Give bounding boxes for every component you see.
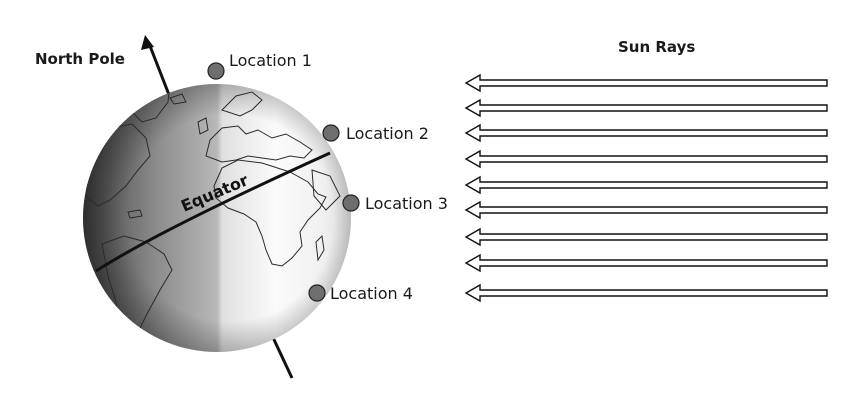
sun-rays — [464, 73, 828, 303]
location-3-marker — [342, 194, 360, 212]
sun-ray-arrow — [464, 253, 828, 273]
continent-outlines — [85, 84, 341, 345]
location-1-label: Location 1 — [229, 51, 312, 70]
sun-ray-arrow — [464, 73, 828, 93]
sun-ray-arrow — [464, 200, 828, 220]
location-2-marker — [322, 124, 340, 142]
sun-ray-arrow — [464, 98, 828, 118]
location-4-label: Location 4 — [330, 284, 413, 303]
location-3-label: Location 3 — [365, 194, 448, 213]
north-pole-arrowhead — [141, 35, 154, 50]
sun-ray-arrow — [464, 175, 828, 195]
sun-rays-label: Sun Rays — [618, 38, 696, 56]
north-pole-label: North Pole — [35, 50, 125, 68]
location-4-marker — [308, 284, 326, 302]
location-2-label: Location 2 — [346, 124, 429, 143]
sun-ray-arrow — [464, 123, 828, 143]
sun-ray-arrow — [464, 227, 828, 247]
sun-ray-arrow — [464, 283, 828, 303]
location-1-marker — [207, 62, 225, 80]
sun-ray-arrow — [464, 149, 828, 169]
equator-line — [95, 151, 331, 273]
globe — [83, 84, 351, 352]
